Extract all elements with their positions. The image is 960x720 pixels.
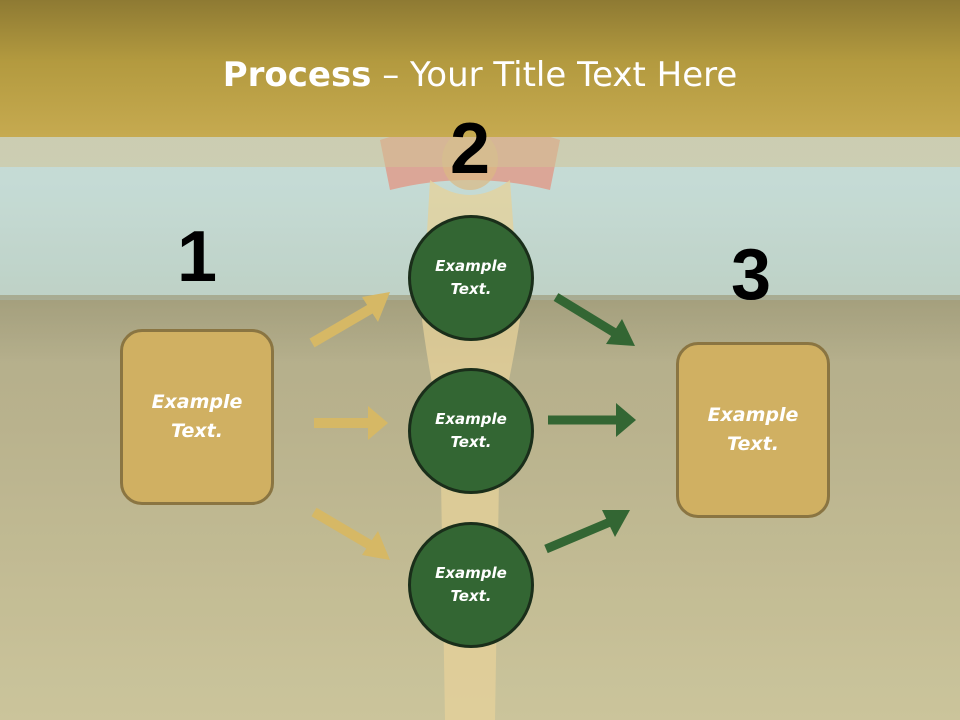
title-underlay-strip (0, 137, 960, 167)
green-arrow-mid (548, 403, 636, 437)
circle-middle: Example Text. (408, 368, 534, 494)
step-number-1: 1 (177, 217, 218, 297)
green-arrow-down (553, 293, 635, 346)
title-bold: Process (222, 55, 372, 95)
gold-arrow-up (309, 292, 390, 348)
gold-arrow-down (311, 507, 390, 560)
circle-top: Example Text. (408, 215, 534, 341)
gold-arrow-mid (314, 406, 388, 440)
circle-top-text: Example Text. (435, 257, 507, 298)
circle-bottom-text: Example Text. (435, 564, 507, 605)
title-rest: – Your Title Text Here (371, 55, 738, 95)
slide-title: Process – Your Title Text Here (0, 55, 960, 95)
step-number-2: 2 (450, 109, 491, 189)
green-arrow-up (544, 510, 630, 554)
title-bar: Process – Your Title Text Here (0, 0, 960, 137)
step-number-3: 3 (731, 235, 772, 315)
left-box-text: Example Text. (151, 391, 243, 442)
right-box: Example Text. (676, 342, 830, 518)
left-box: Example Text. (120, 329, 274, 505)
circle-bottom: Example Text. (408, 522, 534, 648)
right-box-text: Example Text. (707, 404, 799, 455)
circle-middle-text: Example Text. (435, 410, 507, 451)
